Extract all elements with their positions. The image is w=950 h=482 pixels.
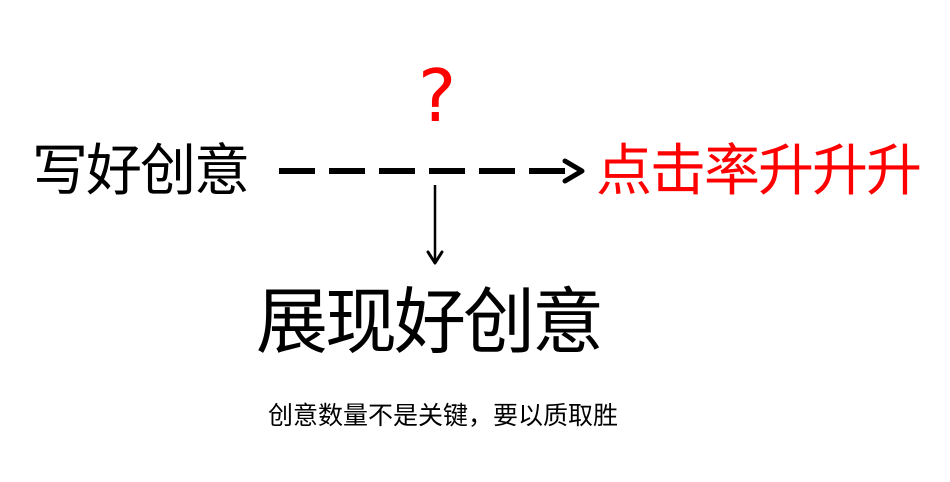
middle-label: 展现好创意 [256,280,604,364]
down-arrow [426,185,444,265]
target-label: 点击率升升升 [596,139,922,204]
note-text: 创意数量不是关键，要以质取胜 [268,401,619,430]
arrowhead-right-icon [562,158,585,184]
arrowhead-down-icon [426,250,444,265]
source-label: 写好创意 [32,139,250,204]
question-mark: ? [418,54,457,138]
dashed-arrow [279,158,585,184]
